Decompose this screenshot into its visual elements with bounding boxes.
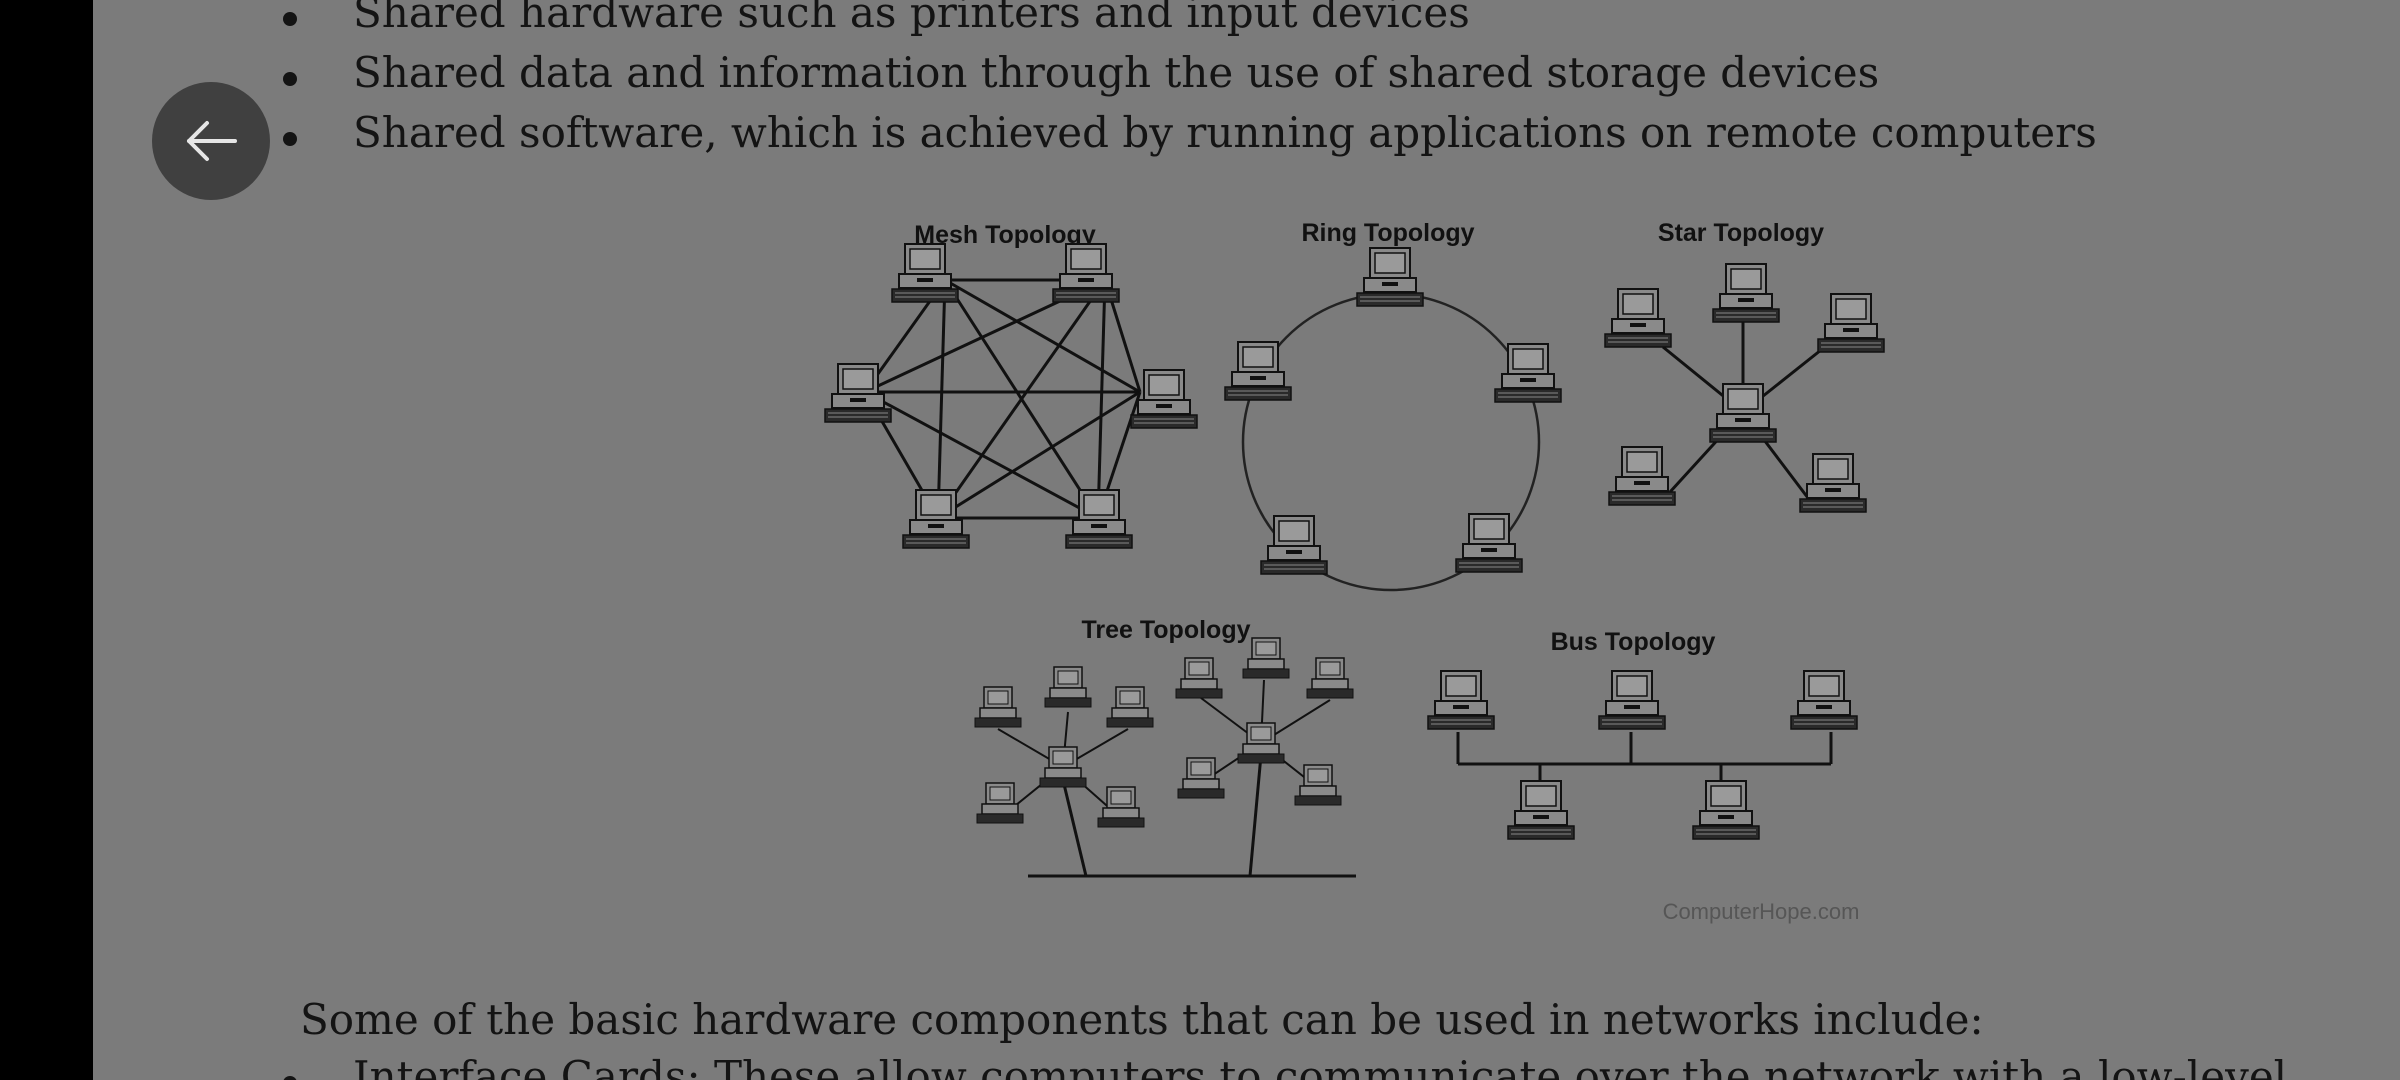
document-page: Shared hardware such as printers and inp… xyxy=(93,0,2400,1080)
back-button[interactable] xyxy=(152,82,270,200)
arrow-left-icon xyxy=(187,121,237,161)
bullet-dot xyxy=(283,1076,297,1080)
body-paragraph: Some of the basic hardware components th… xyxy=(300,995,1984,1044)
mesh-topology: Mesh Topology xyxy=(824,221,1198,549)
list-item-text: Shared data and information through the … xyxy=(353,48,1880,97)
star-topology-label: Star Topology xyxy=(1658,219,1824,247)
left-black-margin xyxy=(0,0,93,1080)
bus-topology: Bus Topology xyxy=(1427,628,1858,840)
ring-topology-label: Ring Topology xyxy=(1301,219,1474,247)
list-item-text: Shared hardware such as printers and inp… xyxy=(353,0,1470,37)
tree-topology: Tree Topology xyxy=(974,616,1356,878)
list-item-text: Interface Cards: These allow computers t… xyxy=(353,1052,2288,1080)
list-item-text: Shared software, which is achieved by ru… xyxy=(353,108,2097,157)
network-topology-figure: Mesh Topology xyxy=(818,200,1888,940)
bullet-dot xyxy=(283,72,297,86)
bullet-dot xyxy=(283,132,297,146)
image-credit: ComputerHope.com xyxy=(1663,899,1860,924)
tree-topology-label: Tree Topology xyxy=(1082,616,1251,644)
topology-diagram: Mesh Topology xyxy=(824,219,1885,924)
ring-topology: Ring Topology xyxy=(1224,219,1562,592)
bus-topology-label: Bus Topology xyxy=(1551,628,1716,656)
bullet-dot xyxy=(283,12,297,26)
star-topology: Star Topology xyxy=(1604,219,1885,513)
